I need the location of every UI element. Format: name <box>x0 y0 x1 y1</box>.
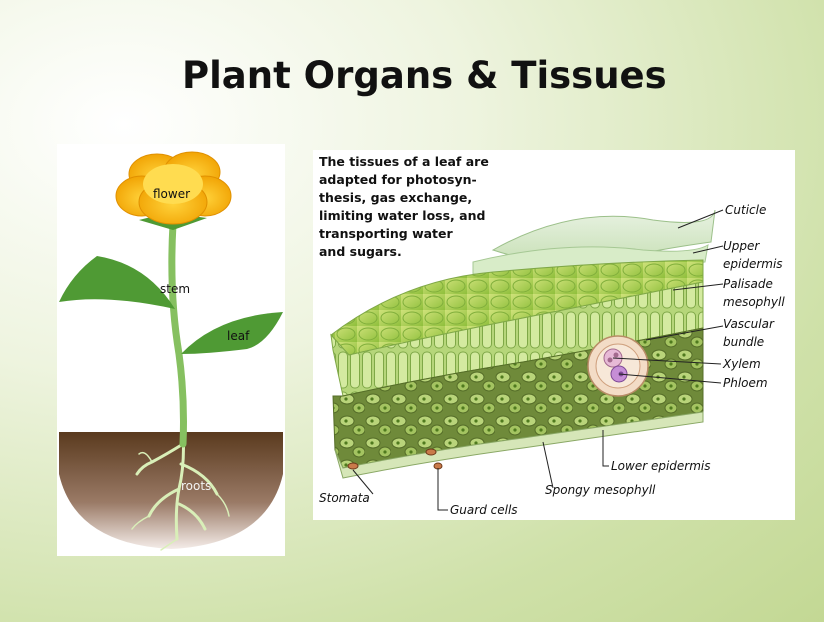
vascular-bundle-label-1: Vascular <box>723 317 775 331</box>
flower-head <box>115 151 232 225</box>
lower-epidermis-layer <box>334 411 704 479</box>
stomata-label: Stomata <box>319 491 370 505</box>
plant-organs-diagram: flower stem leaf roots <box>57 144 285 556</box>
palisade-label-2: mesophyll <box>723 295 785 309</box>
leaf-label: leaf <box>227 329 250 343</box>
xylem-label: Xylem <box>722 357 761 371</box>
vascular-bundle <box>587 335 649 397</box>
description-line-1: The tissues of a leaf are <box>319 154 489 169</box>
description-line-6: and sugars. <box>319 244 402 259</box>
lower-epidermis-label: Lower epidermis <box>611 459 711 473</box>
right-leaf <box>181 312 283 354</box>
upper-epidermis-label-1: Upper <box>723 239 760 253</box>
left-leaf <box>59 256 175 309</box>
phloem-label: Phloem <box>723 376 768 390</box>
roots <box>131 430 230 551</box>
guard-cells-label: Guard cells <box>450 503 518 517</box>
description-line-3: thesis, gas exchange, <box>319 190 472 205</box>
flower-label: flower <box>153 187 190 201</box>
cuticle-label: Cuticle <box>725 203 766 217</box>
upper-epidermis-label-2: epidermis <box>723 257 783 271</box>
leaf-cross-section: The tissues of a leaf are adapted for ph… <box>319 154 785 517</box>
description-line-2: adapted for photosyn- <box>319 172 477 187</box>
stem <box>168 220 187 448</box>
palisade-label-1: Palisade <box>723 277 773 291</box>
plant-illustration: flower stem leaf roots <box>59 151 283 551</box>
stomata-pores <box>347 448 443 470</box>
leader-lines <box>352 209 724 511</box>
vascular-bundle-label-2: bundle <box>723 335 764 349</box>
soil <box>59 432 283 549</box>
stem-label: stem <box>160 282 190 296</box>
slide-title: Plant Organs & Tissues <box>182 54 667 97</box>
roots-label: roots <box>181 479 211 493</box>
description-line-4: limiting water loss, and <box>319 208 485 223</box>
leaf-tissues-diagram: The tissues of a leaf are adapted for ph… <box>313 150 795 520</box>
spongy-mesophyll-label: Spongy mesophyll <box>545 483 656 497</box>
description-line-5: transporting water <box>319 226 454 241</box>
